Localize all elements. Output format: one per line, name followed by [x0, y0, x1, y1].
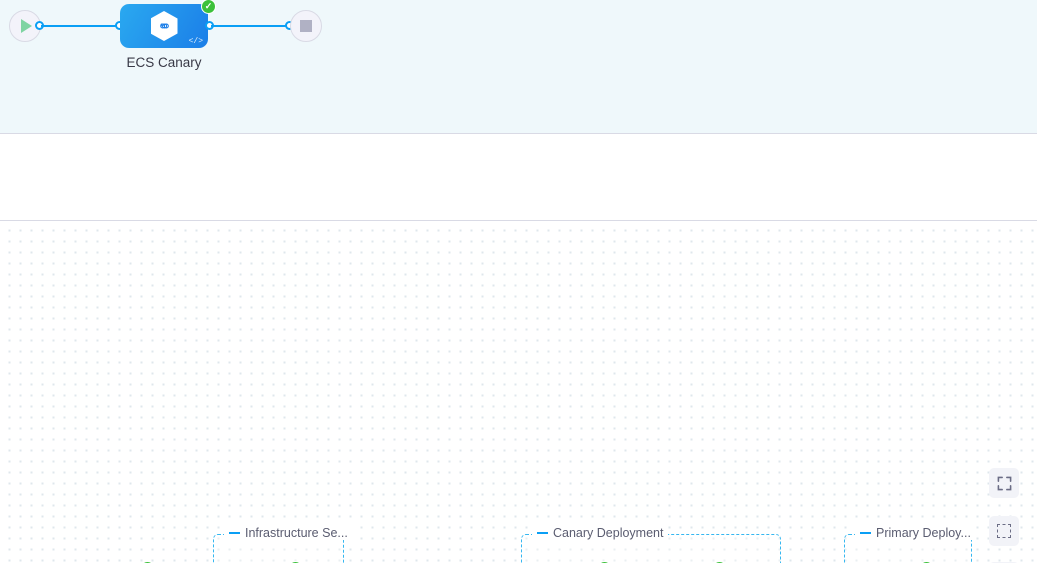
collapse-dash-icon[interactable] — [229, 532, 240, 534]
fullscreen-button[interactable] — [989, 468, 1019, 498]
step-status-badge-service: ✓ — [140, 561, 155, 563]
infinity-glyph — [159, 23, 169, 29]
zoom-to-fit-button[interactable] — [989, 516, 1019, 546]
dashed-square-icon — [989, 516, 1019, 546]
group-label-text: Infrastructure Se... — [245, 526, 348, 540]
pipeline-strip: </> ✓ ECS Canary — [0, 0, 1037, 134]
collapse-dash-icon[interactable] — [860, 532, 871, 534]
pipeline-strip-canvas[interactable]: </> ✓ ECS Canary — [0, 0, 1037, 133]
stop-square-icon — [300, 20, 312, 32]
dashed-square-glyph — [997, 524, 1011, 538]
execution-header: ECS Canary Started at: 10/6/2022, 5:01:2… — [0, 134, 1037, 334]
execution-graph-canvas[interactable]: Infrastructure Se... Canary Deployment P… — [0, 221, 1037, 563]
group-canary-deployment-label[interactable]: Canary Deployment — [532, 526, 669, 540]
fullscreen-expand-icon — [989, 468, 1019, 498]
group-infrastructure-setup[interactable]: Infrastructure Se... — [213, 526, 353, 563]
pipeline-stage-ecs-canary[interactable]: </> — [120, 4, 208, 48]
zoom-controls[interactable] — [989, 562, 1019, 563]
group-primary-deployment[interactable]: Primary Deploy... — [844, 526, 976, 563]
group-infrastructure-setup-label[interactable]: Infrastructure Se... — [224, 526, 353, 540]
group-label-text: Canary Deployment — [553, 526, 664, 540]
code-badge-icon: </> — [188, 37, 203, 46]
group-primary-deployment-label[interactable]: Primary Deploy... — [855, 526, 976, 540]
pipeline-stage-label: ECS Canary — [126, 55, 202, 70]
pipeline-stage-status-badge: ✓ — [201, 0, 216, 14]
play-triangle-icon — [21, 19, 32, 33]
collapse-dash-icon[interactable] — [537, 532, 548, 534]
pipeline-wire-start — [41, 24, 119, 27]
fullscreen-glyph — [997, 476, 1011, 490]
harness-hexagon-icon — [150, 11, 178, 41]
pipeline-wire-end — [211, 24, 289, 27]
group-label-text: Primary Deploy... — [876, 526, 971, 540]
group-canary-deployment[interactable]: Canary Deployment — [521, 526, 781, 563]
pipeline-end-node[interactable] — [290, 10, 322, 42]
